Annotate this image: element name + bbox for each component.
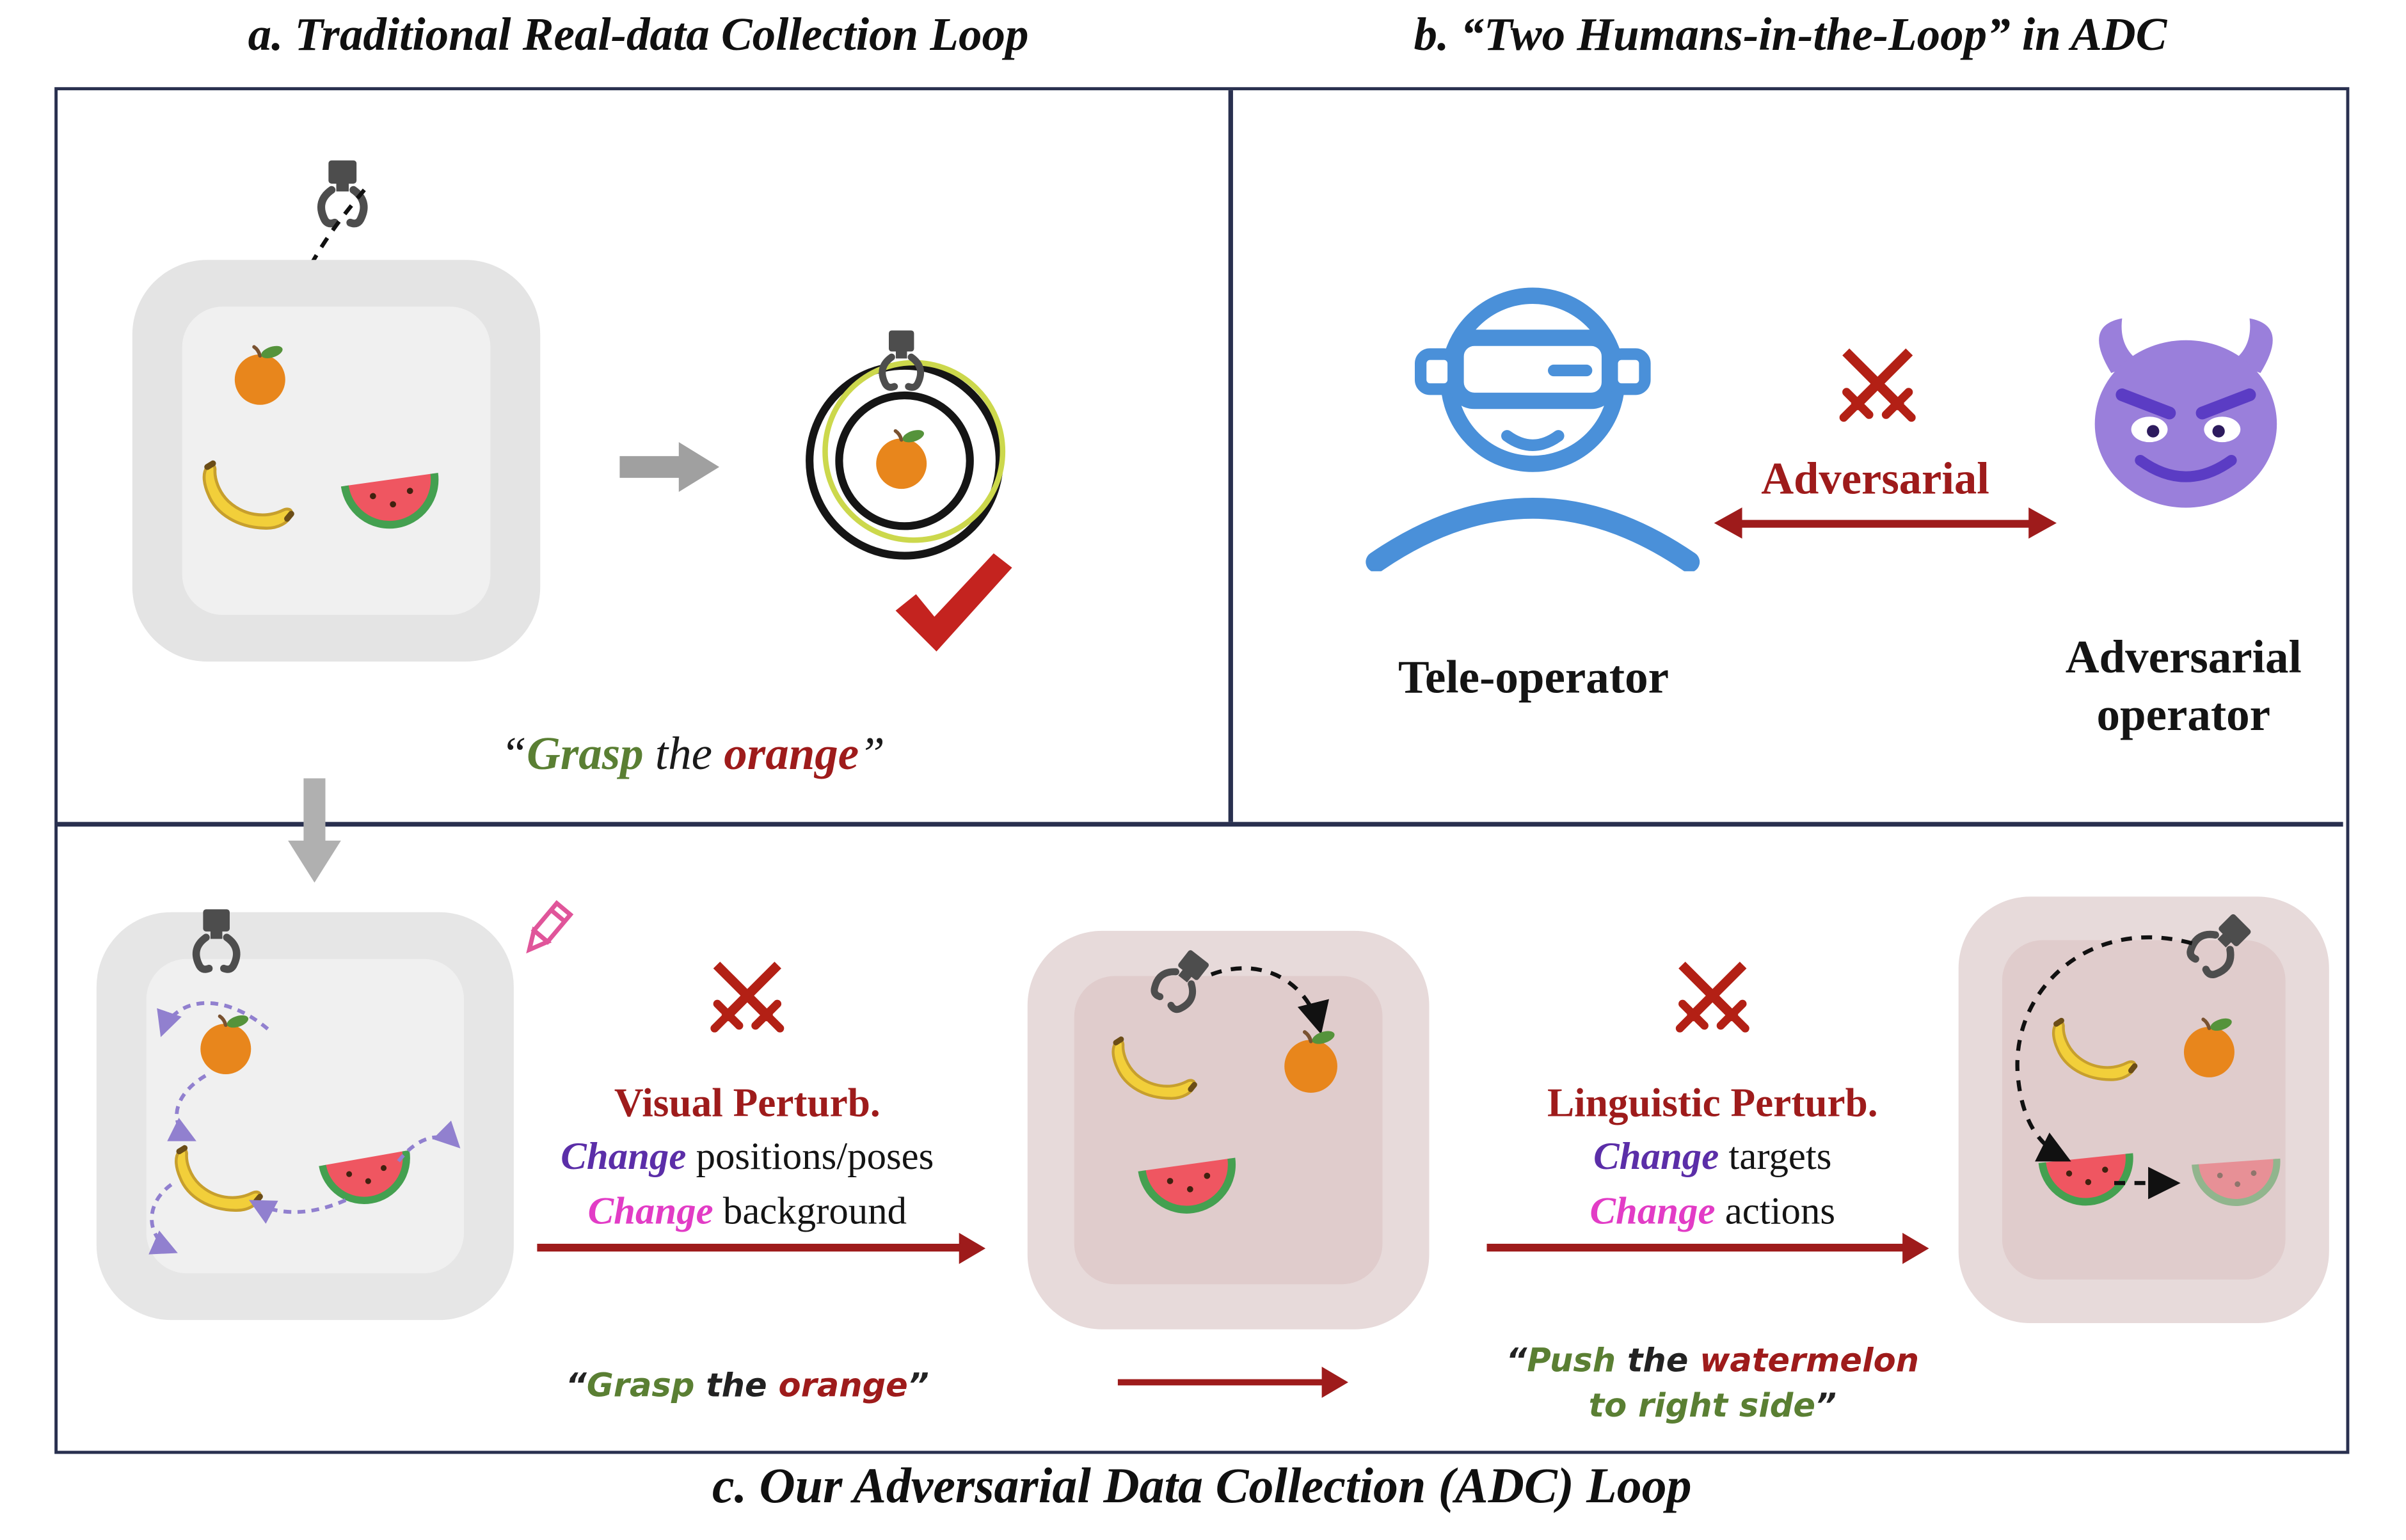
visual-perturb-line1: Change positions/poses xyxy=(452,1136,1044,1180)
change-word: Change xyxy=(561,1136,687,1179)
visual-perturb-arrow xyxy=(537,1243,961,1252)
gray-down-arrow-icon xyxy=(287,779,343,884)
linguistic-perturb-line2: Change actions xyxy=(1479,1191,1946,1234)
perturb-text: positions/poses xyxy=(686,1136,934,1179)
pink-pencil-icon xyxy=(517,900,576,958)
instruction-line2: to right side” xyxy=(1456,1385,1970,1431)
devil-face-icon xyxy=(2067,299,2304,520)
push-dashed-arrows xyxy=(2015,935,2193,1200)
instruction-verb: Grasp xyxy=(527,728,644,780)
quote-mark: ” xyxy=(859,728,885,780)
vertical-divider xyxy=(1228,90,1232,822)
quote-mark: ” xyxy=(907,1367,929,1404)
change-word: Change xyxy=(587,1191,713,1233)
linguistic-perturb-title: Linguistic Perturb. xyxy=(1547,1080,1878,1126)
visual-perturb-title: Visual Perturb. xyxy=(614,1080,880,1126)
banana-icon xyxy=(1104,1026,1202,1113)
adversarial-label: Adversarial xyxy=(1761,454,1989,505)
tabletop-a-inner xyxy=(182,306,491,615)
tabletop-c2-inner xyxy=(1074,976,1383,1285)
linguistic-perturb-arrow xyxy=(1486,1243,1904,1252)
linguistic-perturb-line1: Change targets xyxy=(1479,1136,1946,1180)
instruction-grasp-orange: “Grasp the orange” xyxy=(358,729,1028,782)
figure-frame xyxy=(54,87,2350,1454)
instruction-connector: the xyxy=(1616,1342,1700,1379)
adversarial-double-arrow xyxy=(1741,520,2030,527)
quote-mark: “ xyxy=(500,728,527,780)
instruction-flow-arrow xyxy=(1117,1379,1324,1386)
instruction-verb: Push xyxy=(1527,1342,1616,1379)
instruction-push-watermelon: “Push the watermelon to right side” xyxy=(1456,1338,1970,1430)
change-word: Change xyxy=(1589,1191,1716,1233)
tabletop-c1-inner xyxy=(146,958,465,1274)
instruction-connector: the xyxy=(694,1367,779,1404)
vr-headset-operator-icon xyxy=(1358,267,1708,571)
robot-gripper-icon xyxy=(873,330,930,395)
instruction-line1: “Push the watermelon xyxy=(1456,1338,1970,1385)
teleoperator-label: Tele-operator xyxy=(1398,652,1669,704)
instruction-grasp-orange: “Grasp the orange” xyxy=(514,1363,981,1409)
instruction-object: orange xyxy=(724,728,859,780)
orange-icon xyxy=(227,342,292,408)
horizontal-divider xyxy=(58,822,2343,826)
tabletop-c3-inner xyxy=(2002,940,2286,1280)
change-word: Change xyxy=(1593,1136,1719,1179)
perturb-text: actions xyxy=(1715,1191,1836,1233)
visual-perturb-line2: Change background xyxy=(452,1191,1044,1234)
adversarial-operator-line2: operator xyxy=(2096,688,2271,741)
instruction-connector: the xyxy=(643,728,724,780)
crossed-swords-icon xyxy=(1669,959,1756,1046)
adversarial-operator-label: Adversarial operator xyxy=(2016,630,2351,744)
perturbation-motion-arrows xyxy=(148,1001,461,1255)
approach-dashed-arrow xyxy=(1210,966,1329,1035)
orange-icon xyxy=(869,427,934,492)
instruction-verb: Grasp xyxy=(586,1367,695,1404)
panel-b-title: b. “Two Humans-in-the-Loop” in ADC xyxy=(1414,9,2167,61)
crossed-swords-icon xyxy=(704,959,791,1046)
perturb-text: background xyxy=(713,1191,907,1233)
quote-mark: ” xyxy=(1815,1387,1836,1425)
instruction-object: watermelon xyxy=(1700,1342,1920,1379)
gray-right-arrow-icon xyxy=(619,439,722,495)
quote-mark: “ xyxy=(1506,1342,1527,1379)
instruction-line2-text: to right side xyxy=(1588,1387,1815,1425)
adversarial-operator-line1: Adversarial xyxy=(2065,631,2302,684)
watermelon-slice-icon xyxy=(1136,1145,1243,1224)
watermelon-slice-icon xyxy=(339,461,446,539)
panel-a-title: a. Traditional Real-data Collection Loop xyxy=(248,9,1029,61)
orange-icon xyxy=(1277,1028,1345,1096)
banana-icon xyxy=(196,450,299,543)
red-checkmark-icon xyxy=(888,548,1018,656)
instruction-object: orange xyxy=(778,1367,908,1404)
quote-mark: “ xyxy=(565,1367,587,1404)
perturb-text: targets xyxy=(1719,1136,1832,1179)
crossed-swords-icon xyxy=(1833,345,1923,436)
panel-c-title: c. Our Adversarial Data Collection (ADC)… xyxy=(712,1457,1692,1513)
